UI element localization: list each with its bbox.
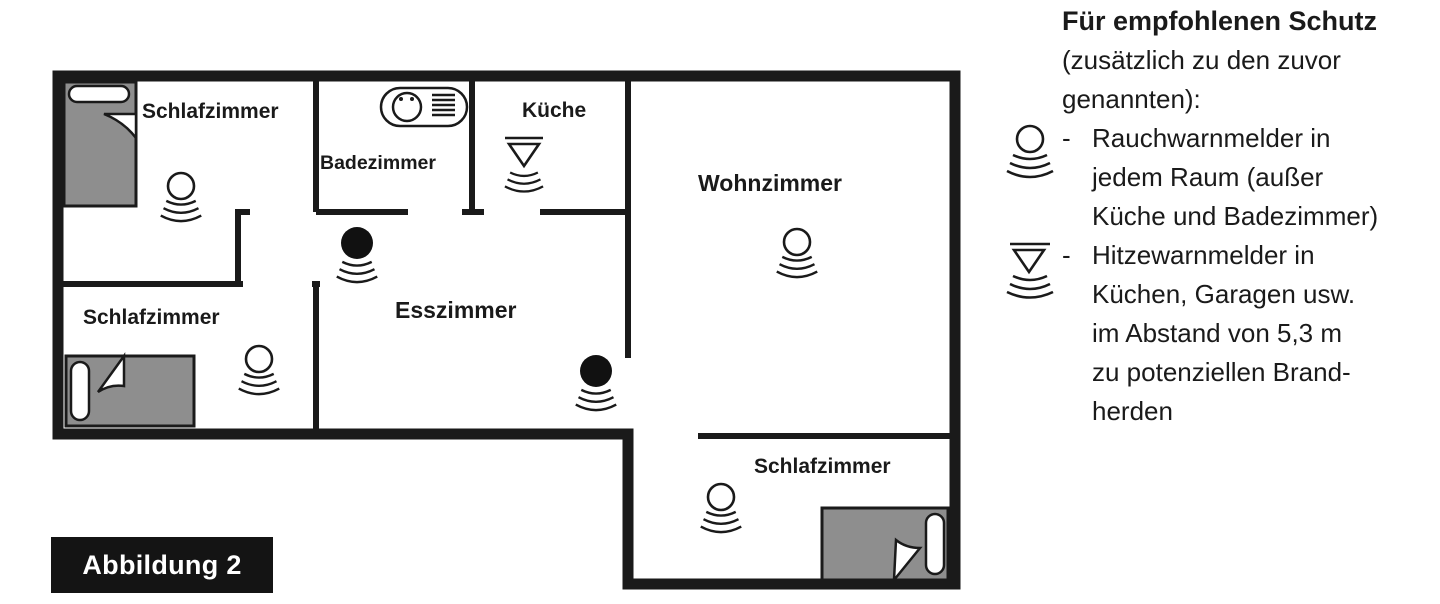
smoke-detector-icon: [237, 344, 281, 396]
legend-item-heat: - Hitzewarnmelder in Küchen, Garagen usw…: [1062, 236, 1437, 431]
legend: Für empfohlenen Schutz (zusätzlich zu de…: [1062, 2, 1437, 431]
legend-item-text: Hitzewarnmelder in Küchen, Garagen usw. …: [1092, 240, 1356, 426]
heat-detector-icon: [503, 136, 545, 193]
room-label-dining-room: Esszimmer: [395, 297, 517, 323]
legend-item-dash: -: [1062, 123, 1071, 153]
room-label-kitchen: Küche: [522, 99, 586, 122]
sink-icon: [379, 86, 469, 128]
bed-top-left: [62, 80, 138, 208]
room-label-bedroom-bottom-right: Schlafzimmer: [754, 455, 891, 478]
outer-walls: [52, 70, 961, 590]
legend-item-dash: -: [1062, 240, 1071, 270]
room-label-bedroom-top-left: Schlafzimmer: [142, 100, 279, 123]
heat-detector-icon: [1006, 242, 1054, 299]
smoke-detector-icon: [159, 171, 203, 223]
floor-plan: Schlafzimmer Badezimmer Küche Wohnzimmer…: [52, 70, 961, 590]
smoke-detector-icon: [775, 227, 819, 279]
interior-walls: [60, 78, 952, 439]
legend-subtitle: (zusätzlich zu den zuvor genannten):: [1062, 45, 1341, 114]
figure-label: Abbildung 2: [51, 537, 273, 593]
room-label-bedroom-mid-left: Schlafzimmer: [83, 306, 220, 329]
existing-smoke-detector-icon: [335, 227, 379, 284]
legend-title: Für empfohlenen Schutz: [1062, 6, 1378, 36]
legend-item-smoke: - Rauchwarnmelder in jedem Raum (außer K…: [1062, 119, 1437, 236]
bed-mid-left: [64, 352, 196, 428]
smoke-detector-icon: [1006, 124, 1054, 179]
bed-bottom-right: [820, 506, 950, 584]
smoke-detector-icon: [699, 482, 743, 534]
room-label-bathroom: Badezimmer: [320, 152, 436, 174]
existing-smoke-detector-icon: [574, 355, 618, 412]
legend-item-text: Rauchwarnmelder in jedem Raum (außer Küc…: [1092, 123, 1379, 231]
room-label-living-room: Wohnzimmer: [698, 170, 842, 196]
